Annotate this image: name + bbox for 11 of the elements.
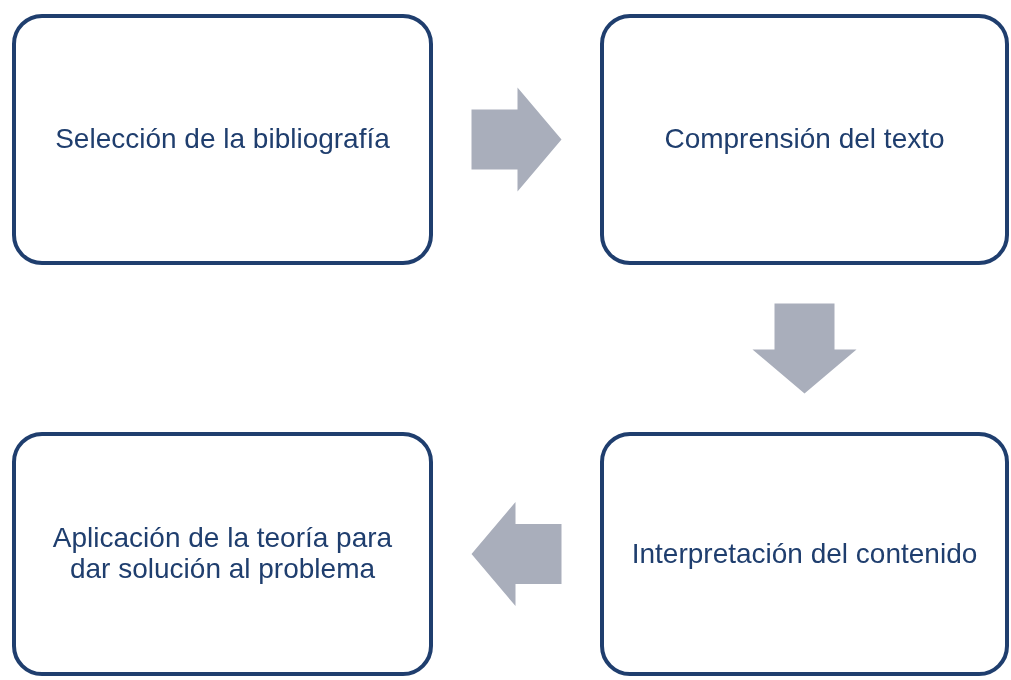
process-box bbox=[12, 14, 433, 265]
block-arrow bbox=[471, 87, 562, 192]
box-label: Aplicación de la teoría para dar solución al problema bbox=[51, 523, 394, 585]
box-label: Interpretación del contenido bbox=[631, 538, 978, 570]
box-label: Selección de la bibliografía bbox=[55, 124, 390, 155]
block-arrow bbox=[471, 502, 562, 606]
process-box bbox=[12, 432, 433, 676]
process-box bbox=[600, 14, 1009, 265]
process-box bbox=[600, 432, 1009, 676]
block-arrow bbox=[752, 303, 857, 394]
box-label: Comprensión del texto bbox=[664, 124, 945, 155]
